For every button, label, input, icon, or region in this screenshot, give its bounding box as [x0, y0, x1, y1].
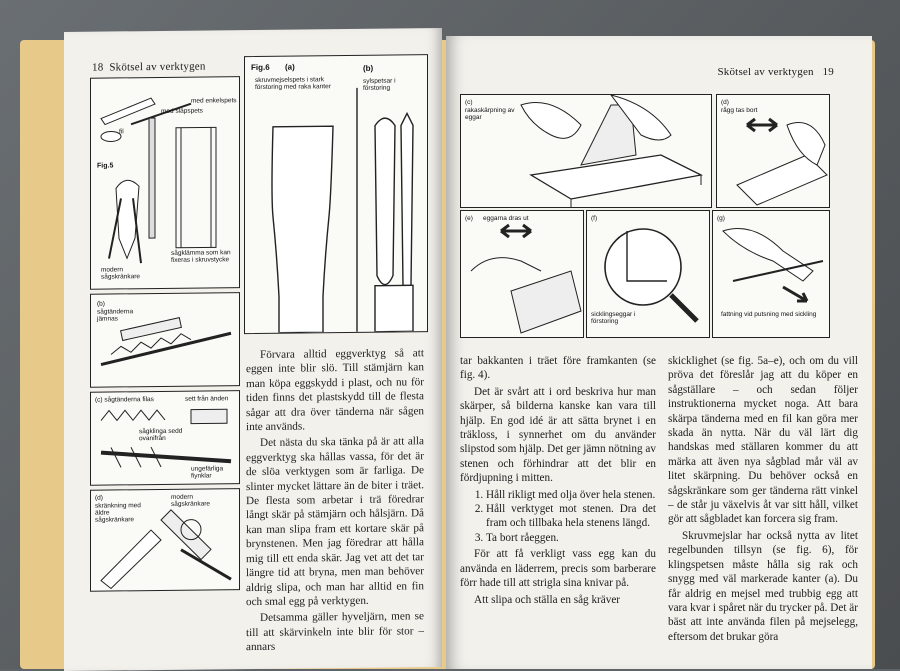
left-paragraph-1: Förvara alltid eggverktyg så att eggen i… [246, 347, 424, 434]
magnified-scraper-illustration [604, 228, 699, 323]
label-seen-from-above: sågklinga sedd ovanifrån [139, 427, 183, 443]
left-running-title: Skötsel av verktygen [109, 60, 206, 74]
label-flat-tip: med släpspets [161, 107, 203, 115]
step-1: Håll rikligt med olja över hela stenen. [486, 488, 656, 502]
label-single-tip: med enkelspets [191, 97, 237, 105]
left-folio: 18 [92, 61, 104, 74]
label-older-setter: skränkning med äldre sågskränkare [95, 502, 141, 524]
figure-5c: (c) sågtänderna filas sett från änden så… [90, 390, 240, 486]
flattening-illustration [722, 228, 824, 303]
label-chisel-tip: skruvmejselspets i stark förstoring med … [255, 76, 331, 91]
label-uneven: ungefärliga fiynklar [191, 465, 224, 480]
right-col1-paragraph-3: För att få verkligt vass egg kan du anvä… [460, 548, 656, 590]
label-edges-drawn: eggarna dras ut [483, 215, 529, 222]
label-card-scraper: sicklingseggar i förstoring [591, 311, 636, 325]
label-teeth-filed-c: (c) sågtänderna filas [95, 396, 154, 404]
fig5d-letter: (d) [95, 494, 103, 502]
right-col2-paragraph-2: Skruvmejslar har också nytta av litet re… [668, 529, 858, 643]
figure-d-burr: (d) rågg tas bort [716, 94, 830, 208]
sharpening-stone-illustration [520, 95, 704, 207]
right-text-column-2: skicklighet (se fig. 5a–e), och om du vi… [668, 354, 858, 646]
sharpening-steps-list: Håll rikligt med olja över hela stenen. … [460, 488, 656, 546]
label-seen-from-end: sett från änden [185, 395, 229, 403]
figure-c-sharpening: (c) rakaskärpning av eggar [460, 94, 712, 208]
label-modern-saw-setter: modern sågskränkare [101, 266, 141, 281]
right-text-column-1: tar bakkanten i träet före framkanten (s… [460, 354, 656, 609]
fig-f-letter: (f) [591, 215, 598, 222]
figure-f-scraper: (f) sicklingseggar i förstoring [586, 210, 710, 338]
figure-e-edges: (e) eggarna dras ut [460, 210, 584, 338]
fig-e-letter: (e) [465, 215, 473, 222]
fig6-b-letter: (b) [363, 63, 374, 73]
edge-drawing-illustration [470, 223, 582, 334]
saw-teeth-filing-illustration [100, 317, 232, 367]
right-col1-paragraph-1: tar bakkanten i träet före framkanten (s… [460, 355, 656, 382]
burr-removal-illustration [736, 117, 828, 206]
label-saw-clamp: sågklämma som kan fixeras i skruvstycke [171, 249, 231, 264]
fig-d-letter: (d) [721, 99, 729, 106]
fig5-title: Fig.5 [97, 162, 114, 170]
figure-g-flattening: (g) fattning vid putsning med sickling [712, 210, 830, 338]
step-3: Ta bort råeggen. [486, 531, 656, 545]
fig6-a-letter: (a) [285, 62, 295, 72]
left-paragraph-3: Detsamma gäller hyveljärn, men se till a… [246, 610, 424, 654]
right-running-head: Skötsel av verktygen 19 [717, 66, 834, 78]
saw-tools-illustration [100, 97, 217, 264]
left-running-head: 18 Skötsel av verktygen [92, 60, 206, 73]
right-col1-paragraph-4: Att slipa och ställa en såg kräver [474, 593, 621, 606]
label-burr-removed: rågg tas bort [721, 107, 758, 114]
figure-5a-tools: med släpspets med enkelspets fil Fig.5 m… [90, 76, 240, 290]
left-text-column: Förvara alltid eggverktyg så att eggen i… [246, 346, 424, 656]
right-running-title: Skötsel av verktygen [717, 66, 814, 78]
right-folio: 19 [822, 66, 834, 78]
saw-setting-illustration [100, 509, 232, 590]
fig5b-letter: (b) [97, 300, 105, 308]
right-col2-paragraph-1: skicklighet (se fig. 5a–e), och om du vi… [668, 355, 858, 526]
step-2: Håll verktyget mot stenen. Dra det fram … [486, 502, 656, 531]
label-flattening: fattning vid putsning med sickling [721, 311, 817, 318]
fig-c-letter: (c) [465, 99, 473, 106]
teeth-filed-illustration [100, 408, 232, 468]
label-pointed: sylspetsar i förstoring [363, 77, 396, 92]
label-teeth-filed: sågtänderna jämnas [97, 308, 134, 323]
screwdriver-tips-illustration [271, 87, 414, 334]
figure-5d: (d) skränkning med äldre sågskränkare mo… [90, 488, 240, 592]
figure-6-screwdriver: Fig.6 (a) skruvmejselspets i stark först… [244, 54, 428, 335]
label-sharpen: rakaskärpning av eggar [465, 107, 515, 121]
figure-5b: (b) sågtänderna jämnas [90, 292, 240, 388]
fig6-title: Fig.6 [251, 62, 270, 73]
right-page: Skötsel av verktygen 19 (c) rakaskärpnin… [446, 36, 872, 669]
left-paragraph-2: Det nästa du ska tänka på är att alla eg… [246, 435, 424, 608]
label-file: fil [119, 128, 124, 136]
fig-g-letter: (g) [717, 215, 725, 222]
right-col1-paragraph-2: Det är svårt att i ord beskriva hur man … [460, 385, 656, 485]
label-modern-setter-d: modern sågskränkare [171, 493, 211, 508]
left-page: 18 Skötsel av verktygen med släpspets me… [64, 28, 442, 671]
